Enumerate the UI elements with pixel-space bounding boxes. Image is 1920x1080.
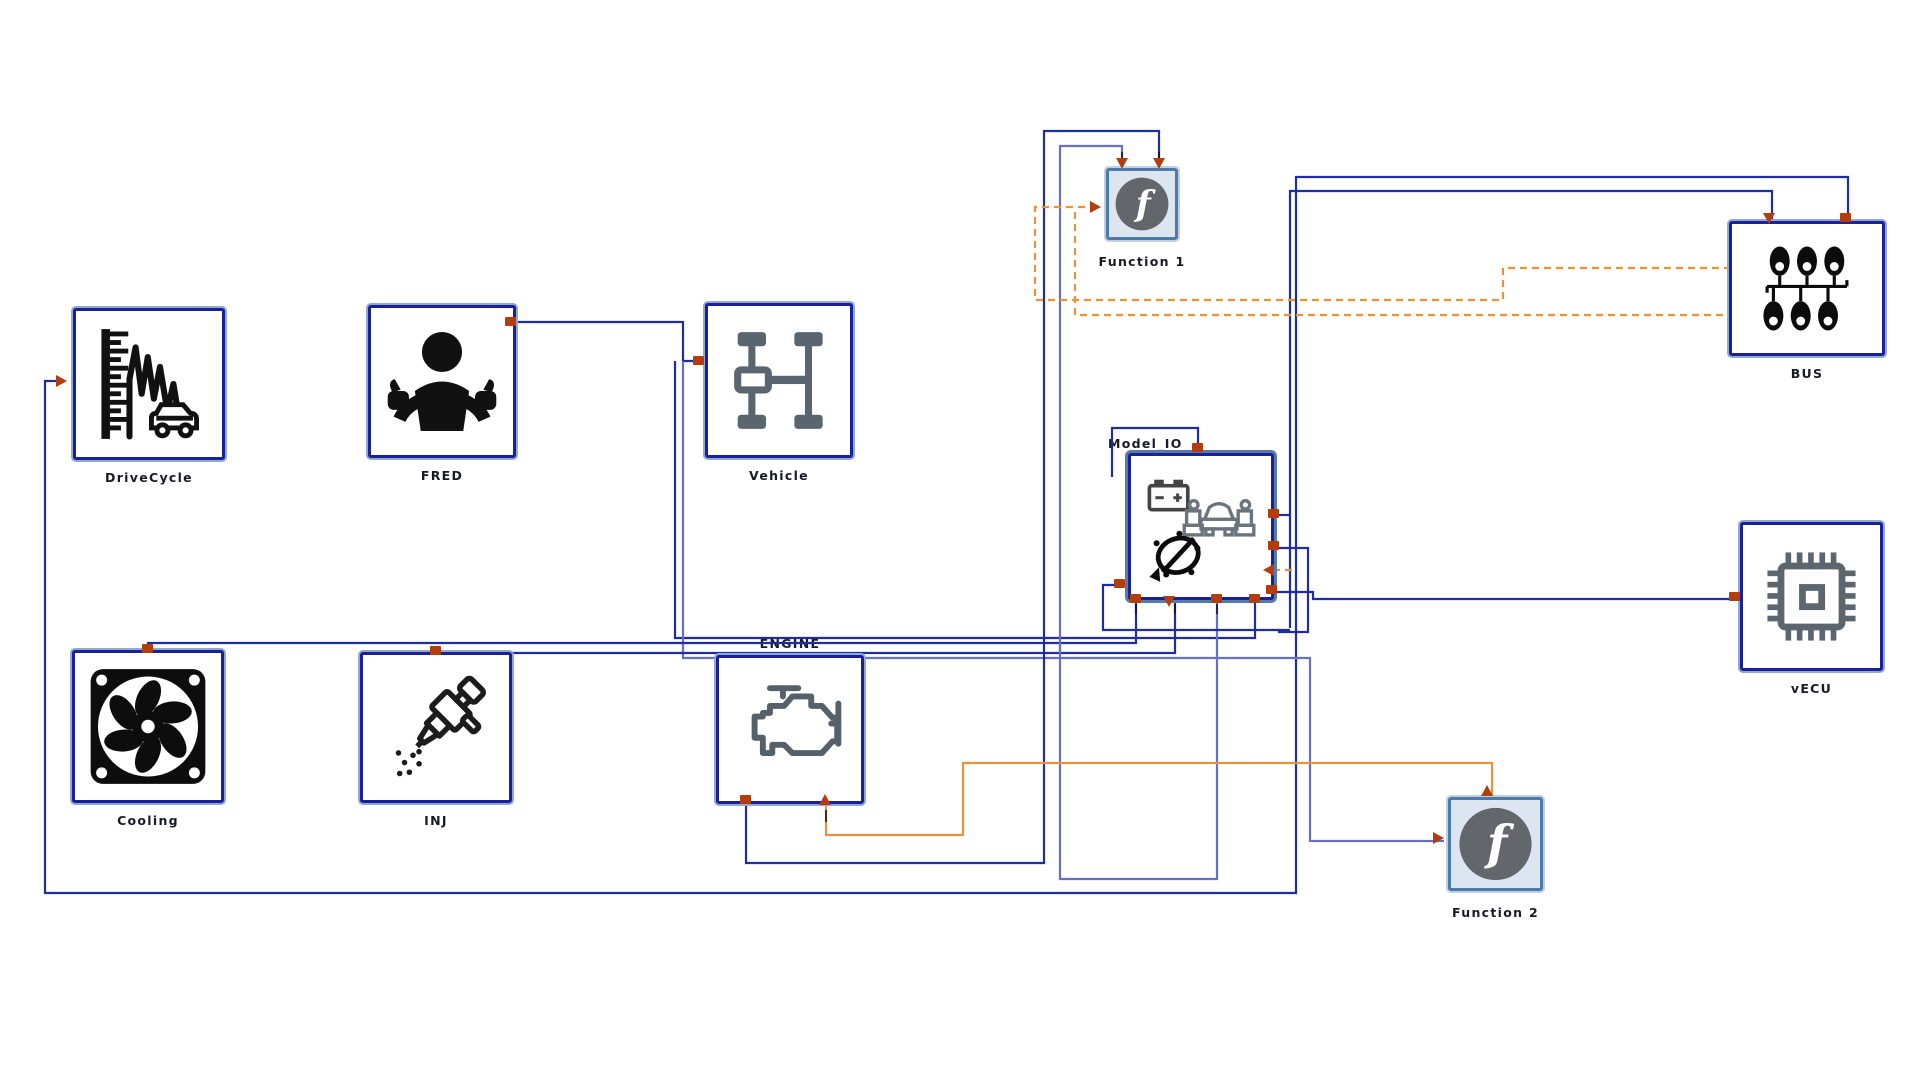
modelio-to-function1-wire [1058, 144, 1219, 881]
block-label-inj: INJ [424, 813, 448, 828]
block-vehicle[interactable] [705, 303, 853, 458]
modelio-right-bracket [1276, 546, 1310, 634]
block-drivecycle[interactable] [73, 308, 225, 460]
inj-input-port[interactable] [430, 646, 441, 655]
to-function2-wire [681, 361, 1444, 843]
drivecycle-feedback-wire [43, 175, 1850, 895]
block-label-function1: Function 1 [1098, 254, 1186, 269]
bus-icon [1744, 236, 1870, 341]
block-engine[interactable] [716, 655, 864, 804]
modelio-right-port-2[interactable] [1268, 541, 1279, 550]
block-label-bus: BUS [1790, 366, 1824, 381]
modelio-left-port[interactable] [1114, 579, 1125, 588]
block-vecu[interactable] [1740, 522, 1883, 671]
block-inj[interactable] [360, 652, 512, 803]
block-label-fred: FRED [420, 468, 464, 483]
engine-output-port[interactable] [740, 795, 751, 804]
function2-to-engine-wire [824, 761, 1494, 837]
modelio-top-port[interactable] [1192, 443, 1203, 452]
block-function2[interactable]: f [1448, 797, 1543, 891]
block-function1[interactable]: f [1106, 168, 1178, 240]
modelio-right-port-3[interactable] [1263, 564, 1274, 576]
cooling-wire [146, 600, 1138, 652]
block-label-function2: Function 2 [1452, 905, 1539, 920]
function1-top-port-2[interactable] [1153, 158, 1165, 169]
drivecycle-input-port[interactable] [56, 375, 67, 387]
modelio-bottom-port-3[interactable] [1211, 594, 1222, 603]
drivecycle-icon [88, 323, 210, 445]
function2-left-port[interactable] [1433, 832, 1444, 844]
block-bus[interactable] [1729, 221, 1885, 356]
modelio-to-vecu-wire [1276, 590, 1737, 601]
chassis-icon [720, 318, 838, 443]
chip-icon [1755, 537, 1868, 656]
vecu-left-port[interactable] [1729, 592, 1740, 601]
modelio-bottom-port-4[interactable] [1249, 594, 1260, 603]
f-icon: f [1112, 174, 1172, 234]
vehicle-input-port[interactable] [693, 356, 704, 365]
fred-to-vehicle-wire [514, 320, 700, 363]
cooling-input-port[interactable] [142, 644, 153, 653]
injector-icon [375, 667, 497, 788]
bus-dashed-wire-2 [1073, 212, 1729, 317]
inj-wire [436, 600, 1177, 655]
driver-icon [383, 320, 501, 443]
fred-output-port[interactable] [505, 317, 516, 326]
block-label-drivecycle: DriveCycle [105, 470, 193, 485]
vehicle-to-modelio-wire [673, 361, 1257, 640]
f-icon: f [1454, 803, 1537, 885]
modelio-right-port-4[interactable] [1266, 585, 1277, 594]
bus-to-function1-wire [1033, 205, 1729, 302]
modelio-bottom-port-1[interactable] [1130, 594, 1141, 603]
engine-icon [731, 670, 849, 789]
svg-text:f: f [1133, 183, 1156, 224]
block-label-cooling: Cooling [117, 813, 179, 828]
block-cooling[interactable] [72, 650, 224, 803]
fan-icon [87, 665, 209, 788]
bus-top-wire [1288, 189, 1774, 628]
engine-input-port[interactable] [819, 794, 831, 805]
bus-top-port-2[interactable] [1840, 213, 1851, 222]
block-label-model_io: Model_IO [1108, 436, 1183, 451]
model-io-icon [1141, 466, 1261, 587]
engine-to-function1-wire [744, 129, 1161, 865]
block-label-vecu: vECU [1790, 681, 1833, 696]
modelio-bottom-port-2[interactable] [1163, 596, 1175, 607]
modelio-left-wire [1101, 583, 1290, 632]
function1-left-port[interactable] [1090, 201, 1101, 213]
block-model_io[interactable] [1128, 453, 1274, 600]
function1-top-port-1[interactable] [1116, 158, 1128, 169]
modelio-right-port-1[interactable] [1268, 509, 1279, 518]
bus-top-port-1[interactable] [1763, 213, 1775, 224]
block-label-vehicle: Vehicle [749, 468, 809, 483]
function2-top-port[interactable] [1481, 785, 1493, 796]
modelio-top-bracket [1110, 426, 1200, 477]
block-fred[interactable] [368, 305, 516, 458]
